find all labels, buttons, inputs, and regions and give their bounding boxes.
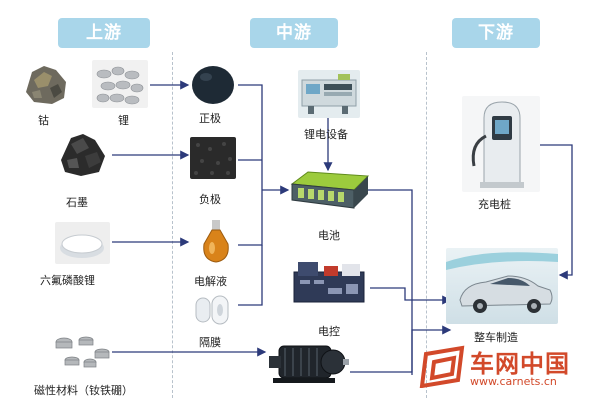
separator-line-1 <box>172 52 173 398</box>
graphite-label: 石墨 <box>66 196 88 209</box>
watermark-url: www.carnets.cn <box>470 375 557 388</box>
graphite-image <box>55 130 110 180</box>
line-battery-vehicle <box>368 189 413 375</box>
separator-label: 隔膜 <box>199 336 221 349</box>
electrolyte-label: 电解液 <box>194 275 227 288</box>
charger-label: 充电桩 <box>478 198 511 211</box>
vehicle-image <box>446 248 558 324</box>
cobalt-label: 钴 <box>38 114 49 127</box>
equipment-label: 锂电设备 <box>304 128 348 141</box>
upstream-header: 上游 <box>58 18 150 48</box>
magnet-image <box>52 330 112 372</box>
battery-label: 电池 <box>318 229 340 242</box>
line-separator-bus <box>238 245 263 306</box>
line-electrolyte-bus <box>238 190 263 246</box>
battery-image <box>288 168 370 212</box>
control-label: 电控 <box>318 325 340 338</box>
cathode-image <box>190 62 236 106</box>
anode-label: 负极 <box>199 193 221 206</box>
midstream-header: 中游 <box>250 18 338 48</box>
carnets-logo-icon <box>418 344 470 389</box>
cathode-label: 正极 <box>199 112 221 125</box>
line-cathode-bus <box>238 84 263 190</box>
arrow-motor-to-vehicle <box>350 325 452 373</box>
anode-image <box>190 137 236 179</box>
separator-image <box>192 292 234 328</box>
electrolyte-image <box>200 218 232 266</box>
cobalt-ore-image <box>22 62 70 107</box>
lithium-image <box>92 60 148 108</box>
arrow-charger-to-vehicle <box>540 144 573 280</box>
lithium-label: 锂 <box>118 114 129 127</box>
separator-line-2 <box>426 52 427 398</box>
downstream-header: 下游 <box>452 18 540 48</box>
charging-pile-image <box>462 96 540 192</box>
lipf6-image <box>55 222 110 264</box>
magnet-label: 磁性材料（钕铁硼） <box>34 384 133 397</box>
arrow-control-to-vehicle <box>370 287 452 305</box>
motor-image <box>265 338 350 386</box>
equipment-image <box>298 70 360 118</box>
lipf6-label: 六氟磷酸锂 <box>40 274 95 287</box>
watermark-brand: 车网中国 <box>470 350 570 378</box>
vehicle-label: 整车制造 <box>474 331 518 344</box>
control-unit-image <box>290 258 370 306</box>
